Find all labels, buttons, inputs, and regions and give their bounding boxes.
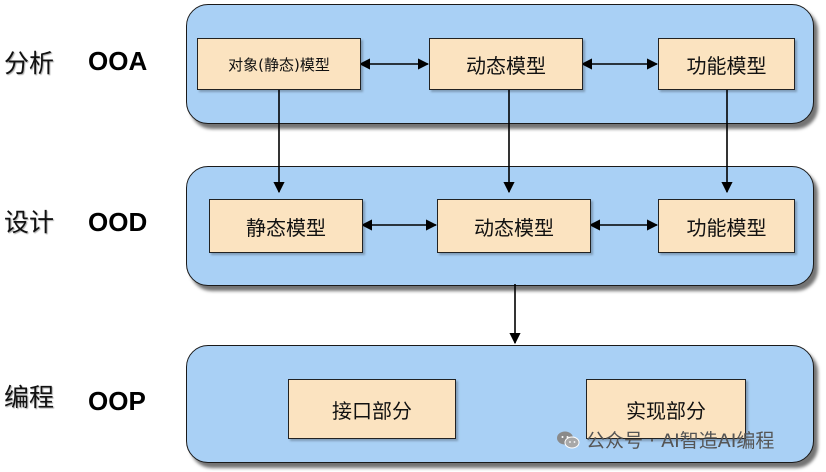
watermark-text: 公众号 · AI智造AI编程: [586, 430, 775, 452]
oop-implementation-box: 实现部分: [586, 379, 746, 439]
stage-code-ooa: OOA: [88, 46, 148, 76]
ooa-object-model-box: 对象(静态)模型: [197, 38, 361, 90]
stage-label-analysis: 分析: [4, 49, 55, 78]
ooa-dynamic-model-box: 动态模型: [429, 38, 583, 90]
stage-label-programming: 编程: [4, 383, 55, 412]
watermark: 公众号 · AI智造AI编程: [556, 426, 774, 453]
stage-label-design: 设计: [4, 208, 55, 237]
stage-code-ood: OOD: [88, 207, 148, 237]
wechat-icon: [557, 431, 580, 448]
stage-code-oop: OOP: [88, 386, 146, 416]
ood-dynamic-model-box: 动态模型: [437, 199, 591, 253]
ooa-functional-model-box: 功能模型: [658, 38, 795, 90]
ood-static-model-box: 静态模型: [209, 199, 363, 253]
oop-interface-box: 接口部分: [288, 379, 456, 439]
ood-functional-model-box: 功能模型: [658, 199, 795, 253]
